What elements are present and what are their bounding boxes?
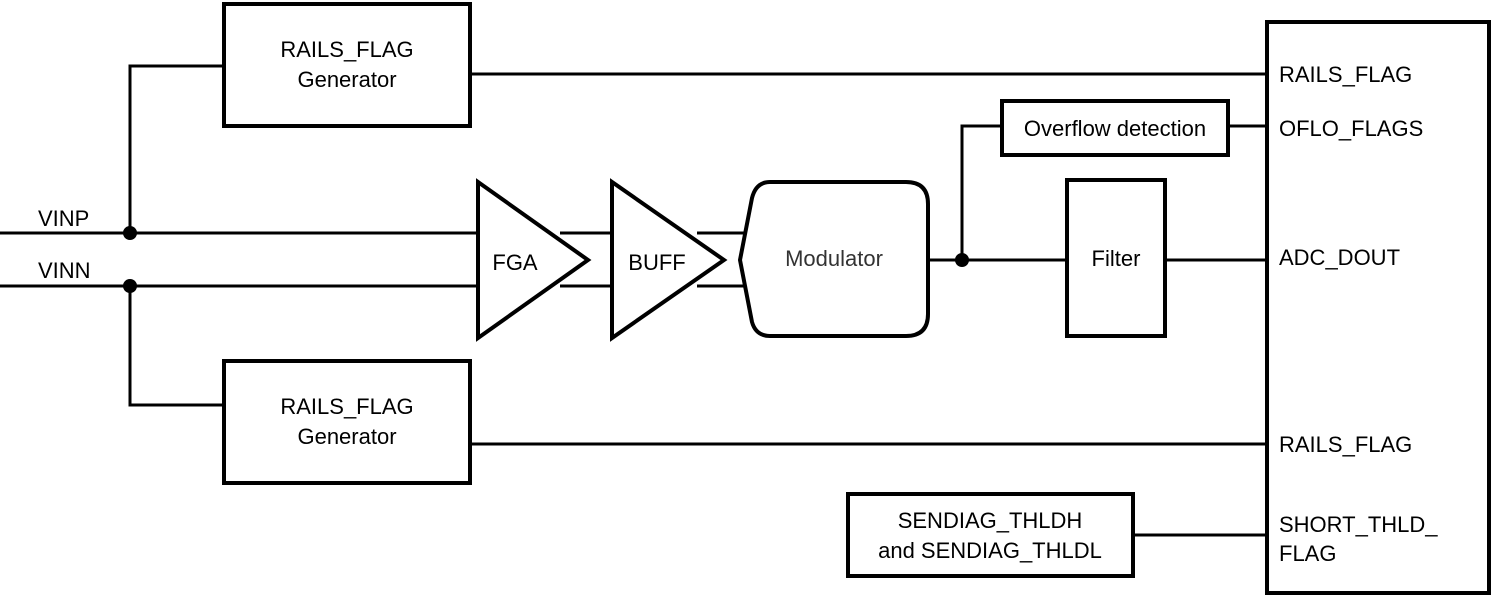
output-rails-flag-top: RAILS_FLAG (1279, 62, 1412, 87)
vinn-to-bottom-generator-wire (128, 286, 224, 407)
fga-amplifier: FGA (476, 178, 592, 342)
filter-label: Filter (1092, 246, 1141, 271)
vinp-to-top-generator-wire (128, 64, 224, 233)
rails-flag-generator-top: RAILS_FLAG Generator (222, 2, 472, 128)
rails-generator-bottom-line2: Generator (297, 424, 396, 449)
overflow-detection-label: Overflow detection (1024, 116, 1206, 141)
vinp-label: VINP (38, 206, 89, 231)
output-short-thld-line2: FLAG (1279, 541, 1336, 566)
fga-label: FGA (492, 250, 538, 275)
sendiag-line1: SENDIAG_THLDH (898, 508, 1083, 533)
buff-amplifier: BUFF (610, 178, 728, 342)
rails-generator-bottom-line1: RAILS_FLAG (280, 394, 413, 419)
rails-generator-top-line2: Generator (297, 67, 396, 92)
sendiag-line2: and SENDIAG_THLDL (878, 538, 1102, 563)
modulator-output-junction-dot (955, 253, 969, 267)
filter-block: Filter (1065, 178, 1167, 338)
overflow-detection-block: Overflow detection (1000, 99, 1230, 157)
modulator-label: Modulator (785, 246, 883, 271)
output-oflo-flags: OFLO_FLAGS (1279, 116, 1423, 141)
vinn-label: VINN (38, 258, 91, 283)
output-block: RAILS_FLAG OFLO_FLAGS ADC_DOUT RAILS_FLA… (1265, 20, 1491, 595)
wires (0, 64, 1267, 537)
modulator-block: Modulator (737, 180, 930, 338)
vinn-junction-dot (123, 279, 137, 293)
buff-label: BUFF (628, 250, 685, 275)
rails-flag-generator-bottom: RAILS_FLAG Generator (222, 359, 472, 485)
output-rails-flag-bottom: RAILS_FLAG (1279, 432, 1412, 457)
overflow-branch-wire (960, 124, 1002, 260)
output-adc-dout: ADC_DOUT (1279, 245, 1400, 270)
output-short-thld-line1: SHORT_THLD_ (1279, 512, 1438, 537)
vinp-junction-dot (123, 226, 137, 240)
sendiag-threshold-block: SENDIAG_THLDH and SENDIAG_THLDL (846, 492, 1135, 578)
rails-generator-top-line1: RAILS_FLAG (280, 37, 413, 62)
